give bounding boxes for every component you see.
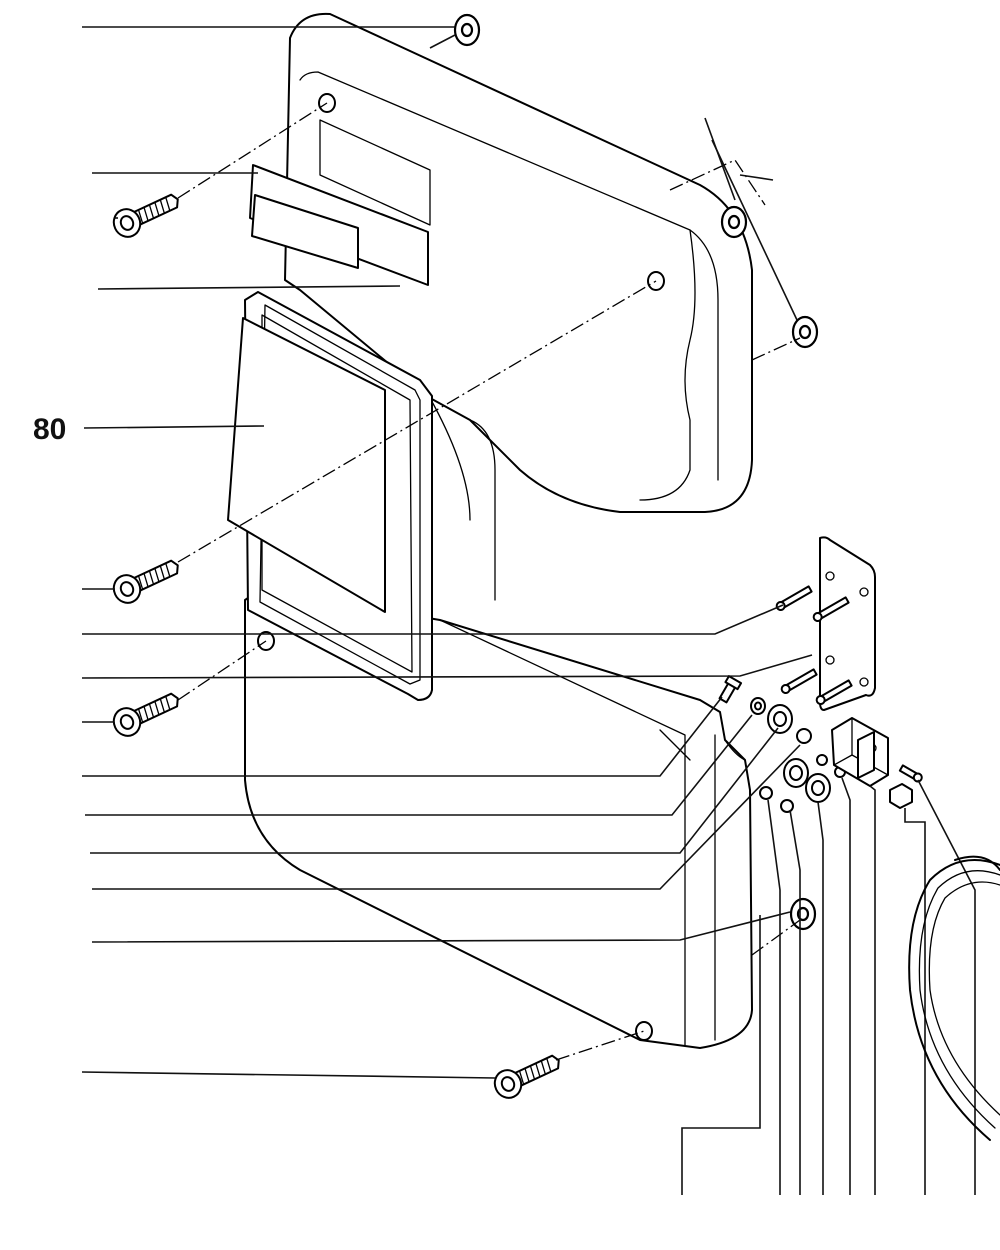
callout-80: 80: [33, 413, 66, 446]
mounting-plate: [819, 536, 876, 711]
leader-lines: [81, 26, 976, 1195]
lower-cover: [244, 589, 753, 1049]
cap-screws: [112, 193, 560, 1099]
washer-right-lower: [791, 315, 819, 349]
washer-right-upper: [720, 205, 748, 239]
cap-screw-2: [112, 559, 179, 604]
label-sheets: [227, 164, 429, 613]
bearing-assembly: [718, 675, 923, 813]
cap-screw-4: [493, 1054, 560, 1099]
saw-blade-band: [908, 855, 1000, 1141]
washer-top: [453, 13, 481, 47]
cap-screw-1: [112, 193, 179, 238]
cap-screw-3: [112, 692, 179, 737]
